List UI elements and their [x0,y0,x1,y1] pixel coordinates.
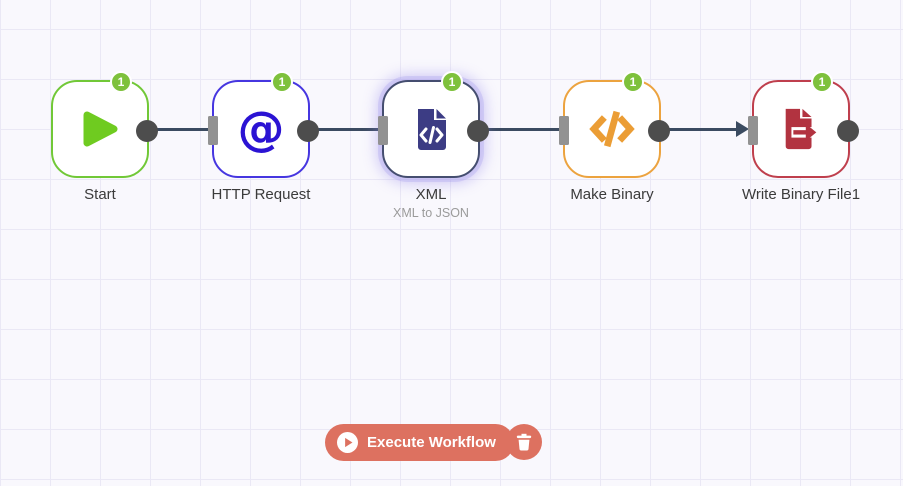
node-sublabel: XML to JSON [393,206,469,220]
items-count-badge: 1 [441,71,463,93]
items-count-badge: 1 [622,71,644,93]
output-handle[interactable] [297,120,319,142]
connection-line[interactable] [480,127,564,131]
node-label: Write Binary File1 [741,186,861,203]
output-handle[interactable] [837,120,859,142]
node-xml[interactable]: 1 [378,71,489,178]
node-label: XML [415,186,447,203]
connection-line[interactable] [661,127,738,131]
node-label: Start [84,186,116,203]
file-export-icon [778,107,824,151]
connection-arrow-icon [736,121,749,137]
input-handle[interactable] [378,116,388,145]
execute-workflow-button[interactable]: Execute Workflow [325,424,514,461]
input-handle[interactable] [559,116,569,145]
file-code-icon [411,107,451,151]
node-http-request[interactable]: 1 @ [208,71,319,178]
code-brackets-icon [589,107,635,151]
connection-line[interactable] [150,127,212,131]
node-start[interactable]: 1 [51,71,158,178]
node-label: Make Binary [570,186,654,203]
output-handle[interactable] [648,120,670,142]
items-count-badge: 1 [271,71,293,93]
items-count-badge: 1 [110,71,132,93]
output-handle[interactable] [136,120,158,142]
connection-line[interactable] [309,127,383,131]
execute-workflow-label: Execute Workflow [367,434,496,451]
delete-workflow-button[interactable] [506,424,542,460]
output-handle[interactable] [467,120,489,142]
node-write-binary-file[interactable]: 1 [748,71,859,178]
at-sign-icon: @ [237,101,285,157]
trash-icon [516,433,532,451]
play-circle-icon [337,432,358,453]
play-icon [80,107,120,151]
items-count-badge: 1 [811,71,833,93]
input-handle[interactable] [748,116,758,145]
input-handle[interactable] [208,116,218,145]
node-label: HTTP Request [211,186,311,203]
node-make-binary[interactable]: 1 [559,71,670,178]
